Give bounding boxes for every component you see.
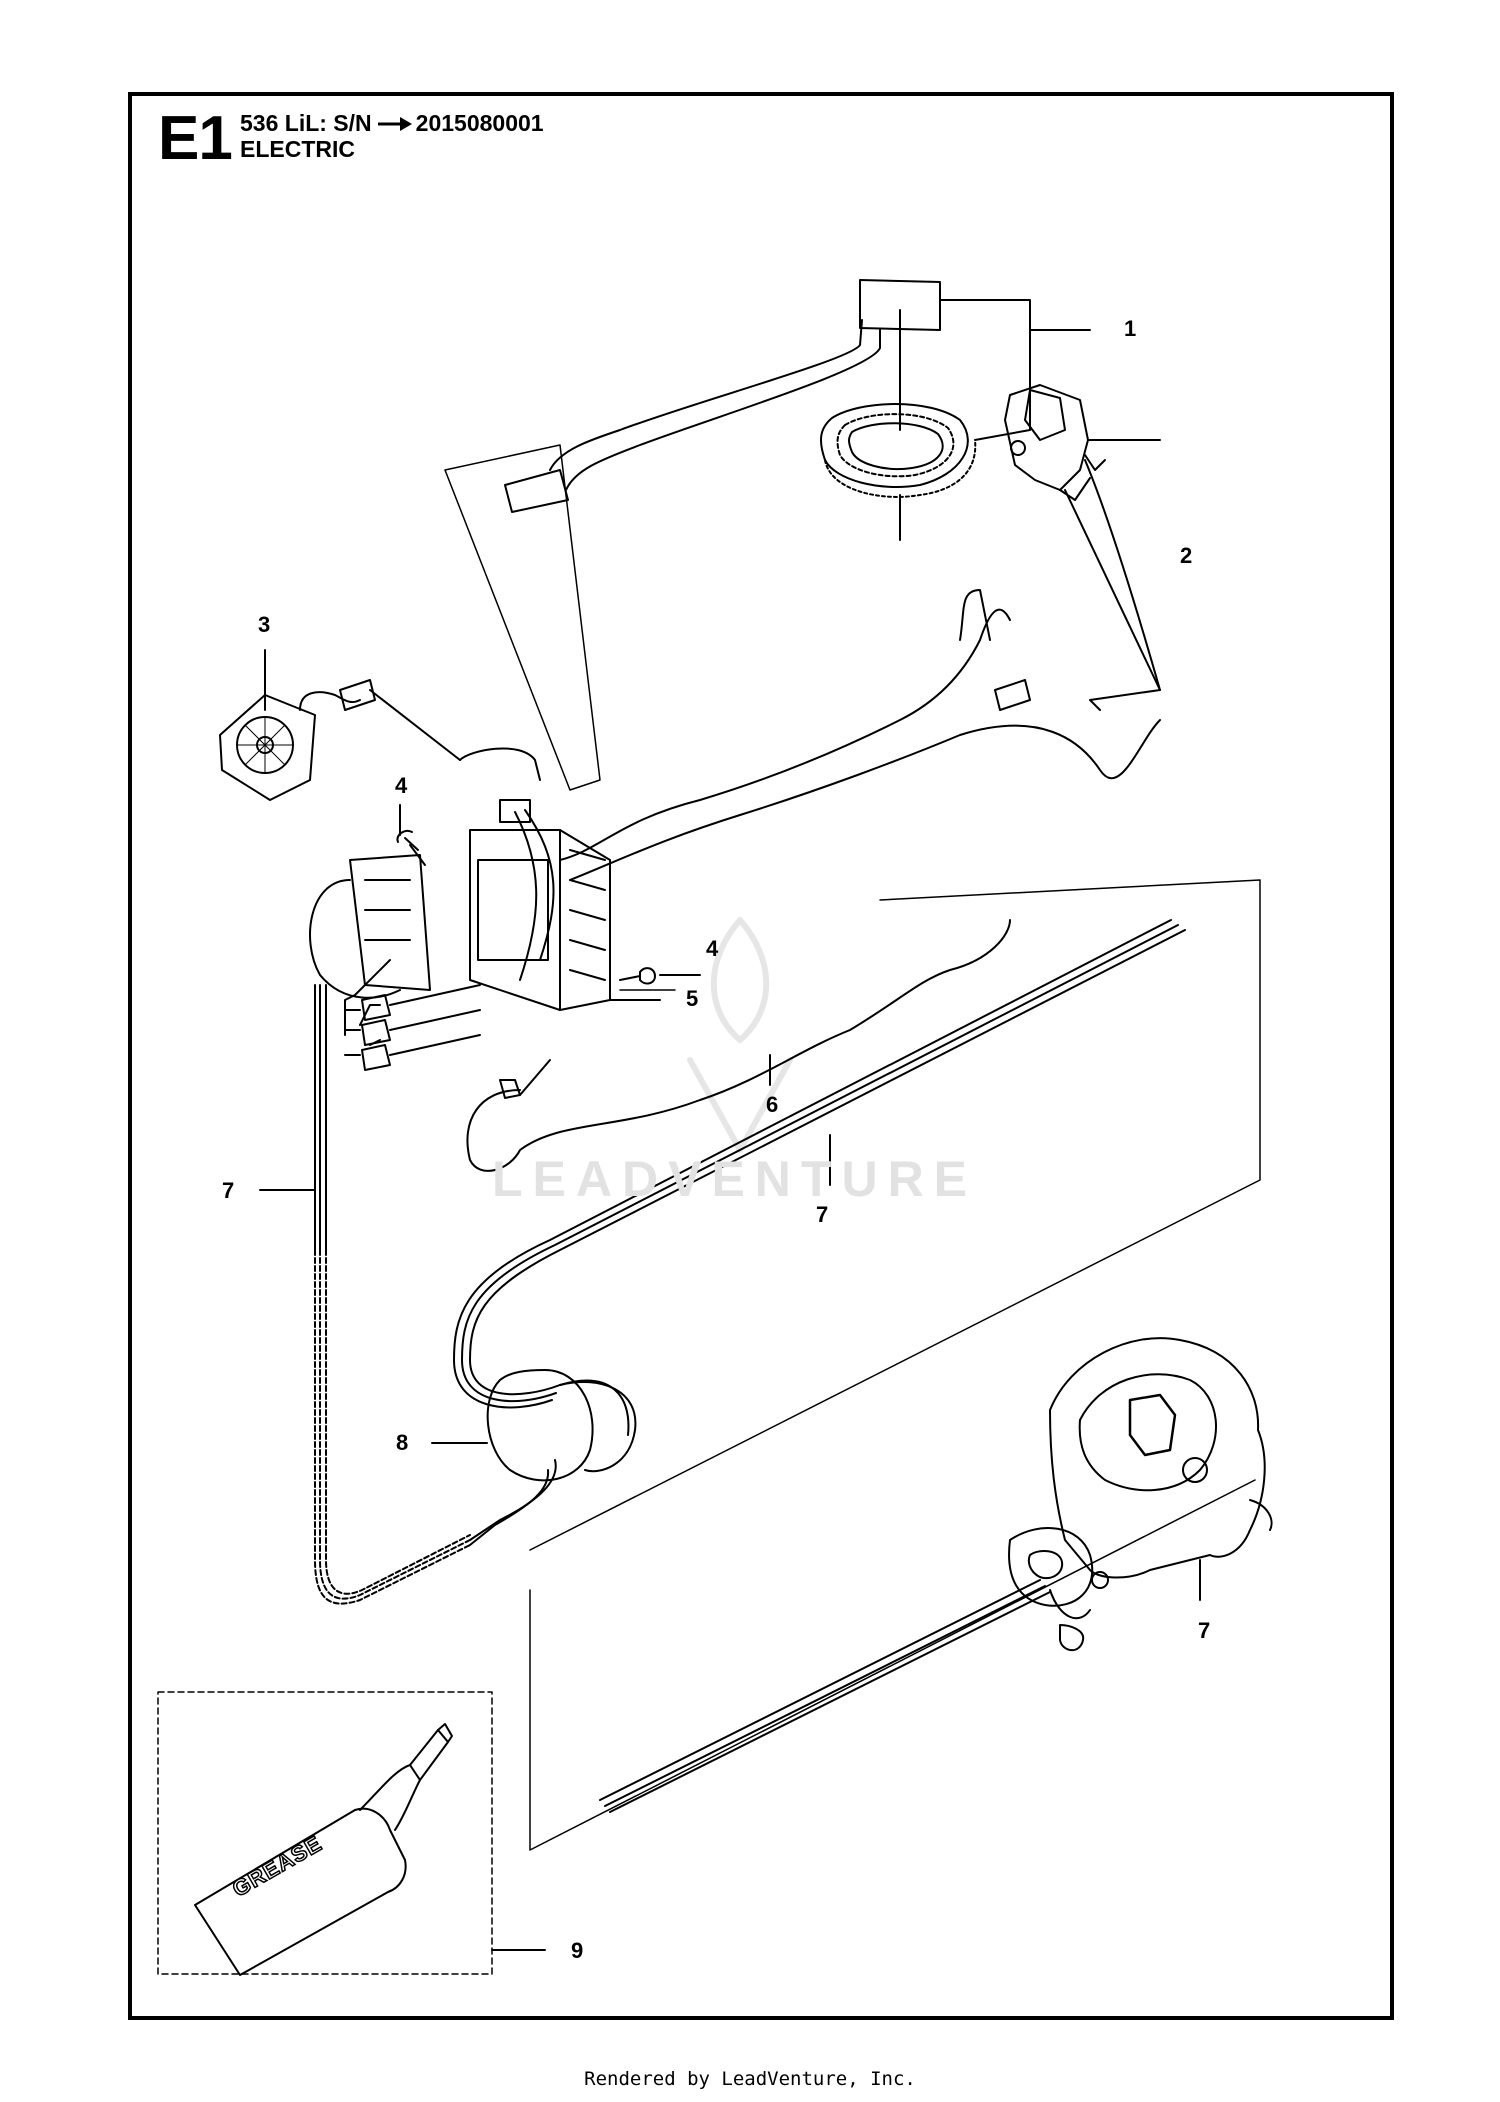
harness-cable-top [559, 589, 1161, 881]
callout-7-motor[interactable]: 7 [1198, 1618, 1211, 1643]
callout-9[interactable]: 9 [571, 1938, 584, 1963]
model-serial-line: 536 LiL: S/N 2015080001 [240, 112, 544, 135]
part-6-wire [466, 919, 1011, 1172]
diagram-frame [128, 92, 1394, 2020]
part-8-ferrite-core [431, 1369, 637, 1546]
callout-8[interactable]: 8 [396, 1430, 409, 1455]
serial-number: 2015080001 [415, 110, 544, 136]
part-7-motor [1008, 1337, 1273, 1652]
callout-5[interactable]: 5 [686, 986, 699, 1011]
part-4-screws [396, 804, 701, 985]
callout-7-left[interactable]: 7 [222, 1178, 235, 1203]
callout-1-leader [939, 299, 1091, 441]
callout-1[interactable]: 1 [1124, 316, 1137, 341]
watermark-text: LEADVENTURE [492, 1151, 978, 1207]
callout-7-center[interactable]: 7 [816, 1202, 829, 1227]
section-code: E1 [158, 104, 233, 173]
callout-3[interactable]: 3 [258, 612, 271, 637]
callout-4-top[interactable]: 4 [395, 773, 408, 798]
part-1-coil [819, 309, 977, 541]
callout-6[interactable]: 6 [766, 1092, 779, 1117]
motor-lead-wires [529, 1479, 1256, 1851]
part-7-long-wires [453, 879, 1261, 1551]
part-9-grease-box [157, 1691, 546, 1976]
callout-4-right[interactable]: 4 [706, 936, 719, 961]
model-prefix: 536 LiL: S/N [240, 110, 372, 136]
callout-2[interactable]: 2 [1180, 543, 1193, 568]
arrow-right-icon [377, 117, 412, 131]
part-1-ribbon-cable [444, 279, 941, 791]
part-3-fan [219, 649, 461, 801]
section-name: ELECTRIC [240, 136, 355, 162]
footer-credit: Rendered by LeadVenture, Inc. [584, 2068, 916, 2090]
part-7-wire-bundle [259, 959, 481, 1605]
